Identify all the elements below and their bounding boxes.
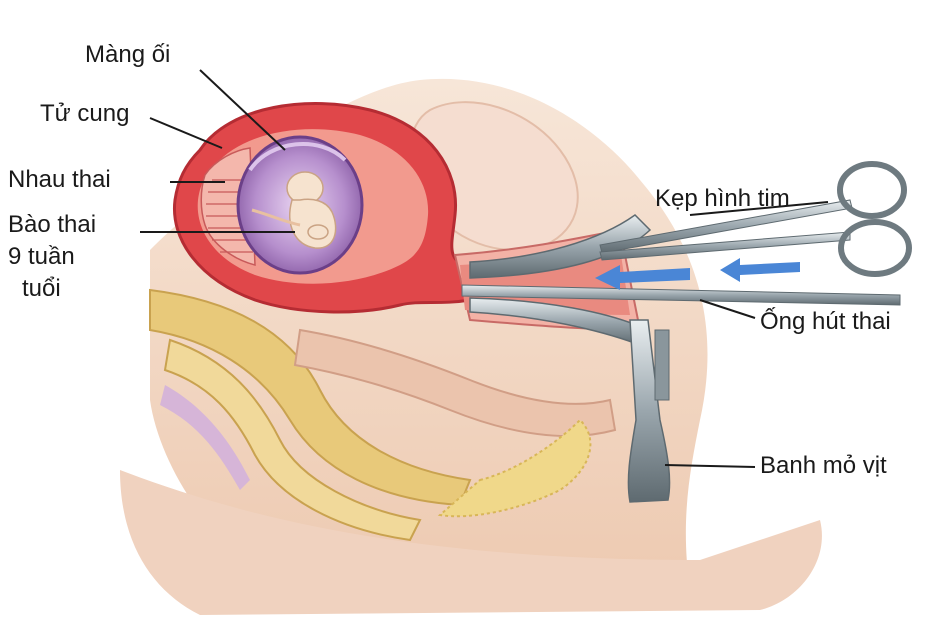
label-fetus-line2: 9 tuần	[8, 243, 75, 270]
fetus	[286, 171, 337, 249]
label-fetus-line1: Bào thai	[8, 211, 97, 238]
label-heart-forceps: Kẹp hình tim	[655, 185, 790, 212]
label-placenta: Nhau thai	[8, 166, 111, 193]
label-amniotic-membrane: Màng ối	[85, 41, 171, 68]
label-suction-tube: Ống hút thai	[760, 308, 891, 335]
leader-uterus	[149, 117, 223, 149]
sacrum	[163, 338, 422, 542]
label-uterus: Tử cung	[40, 100, 130, 127]
amnion-fold	[248, 142, 347, 172]
label-speculum: Banh mỏ vịt	[760, 452, 887, 479]
bowel-texture	[437, 418, 592, 518]
leader-forceps	[689, 201, 829, 216]
leader-suction	[699, 299, 756, 319]
suction-arrow-icon	[595, 258, 800, 290]
forceps-icon	[599, 161, 912, 277]
placenta	[200, 147, 256, 266]
speculum-icon	[469, 214, 671, 503]
spinal-canal	[160, 385, 250, 490]
rectum	[293, 328, 617, 438]
suction-tube-icon	[461, 284, 901, 306]
leader-lines	[140, 69, 829, 468]
lower-body-skin	[120, 470, 822, 615]
leader-amniotic	[199, 69, 286, 151]
label-fetus-line3: tuổi	[22, 275, 61, 302]
umbilical-cord	[251, 208, 301, 227]
leader-speculum	[664, 464, 756, 468]
